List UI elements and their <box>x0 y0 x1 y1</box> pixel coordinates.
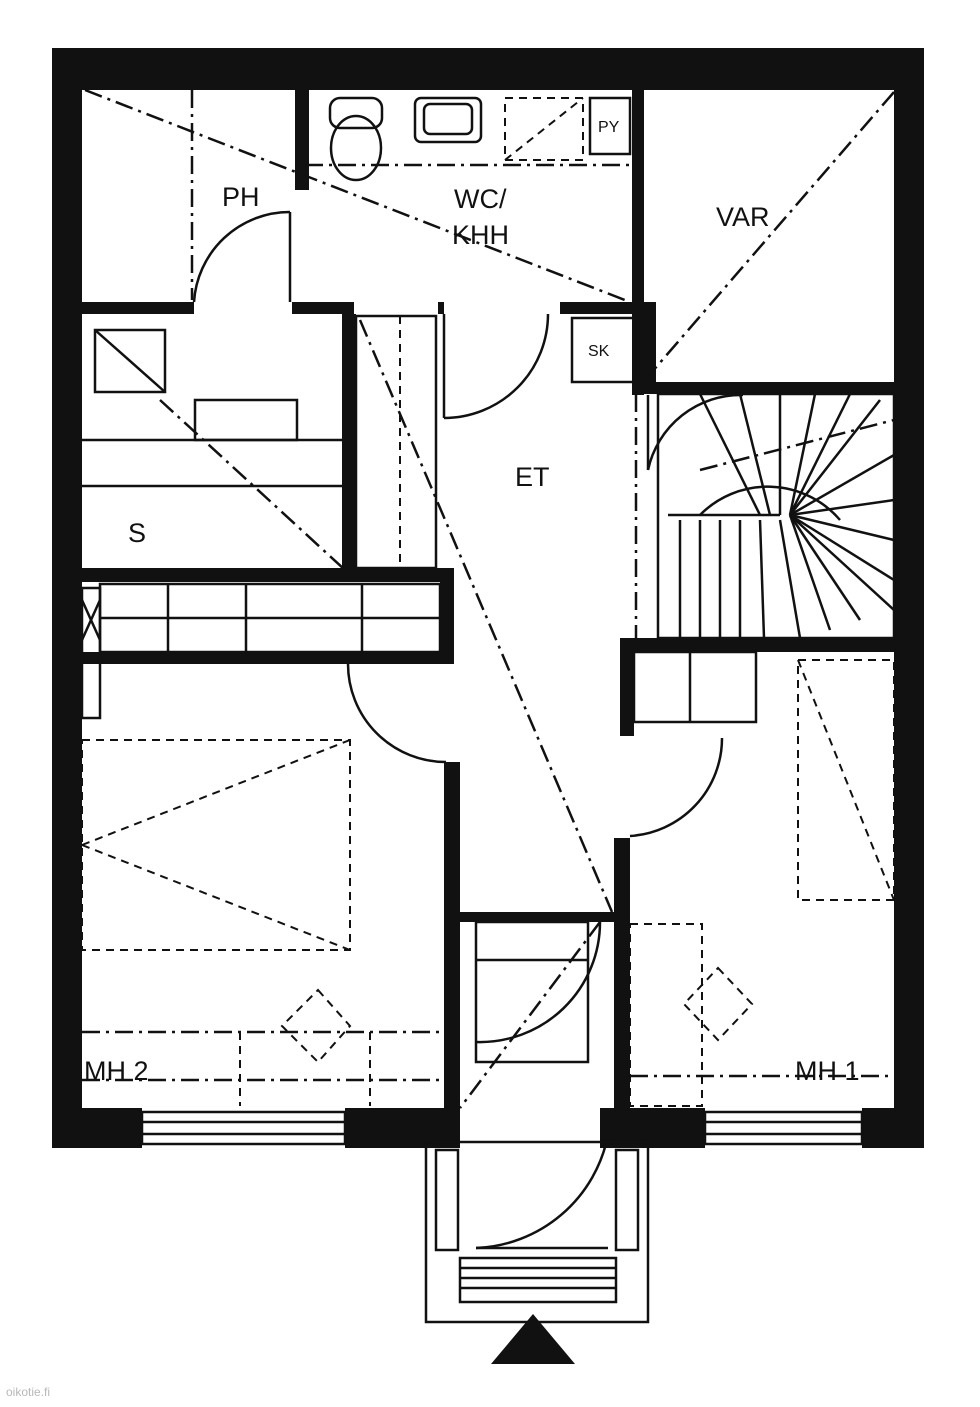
label-py: PY <box>598 119 620 136</box>
label-mh1: MH 1 <box>795 1056 860 1086</box>
doors <box>192 210 744 1250</box>
staircase <box>656 392 896 640</box>
windows <box>140 1110 864 1146</box>
label-ph: PH <box>222 182 260 212</box>
label-sk: SK <box>588 343 610 360</box>
label-var: VAR <box>716 202 770 232</box>
watermark: oikotie.fi <box>6 1385 50 1399</box>
room-labels: PH WC/ KHH VAR PY SK ET S MH 2 MH 1 <box>84 119 860 1086</box>
label-s: S <box>128 518 146 548</box>
entrance-triangle-icon <box>491 1314 575 1364</box>
exterior-walls <box>52 48 924 1148</box>
entrance-porch <box>424 1140 650 1324</box>
label-et: ET <box>515 462 550 492</box>
label-mh2: MH 2 <box>84 1056 149 1086</box>
fixtures <box>80 90 895 1107</box>
interior-walls <box>82 90 895 1108</box>
label-wc-line1: WC/ <box>454 184 507 214</box>
reference-lines <box>84 88 895 1109</box>
label-wc-line2: KHH <box>452 220 509 250</box>
